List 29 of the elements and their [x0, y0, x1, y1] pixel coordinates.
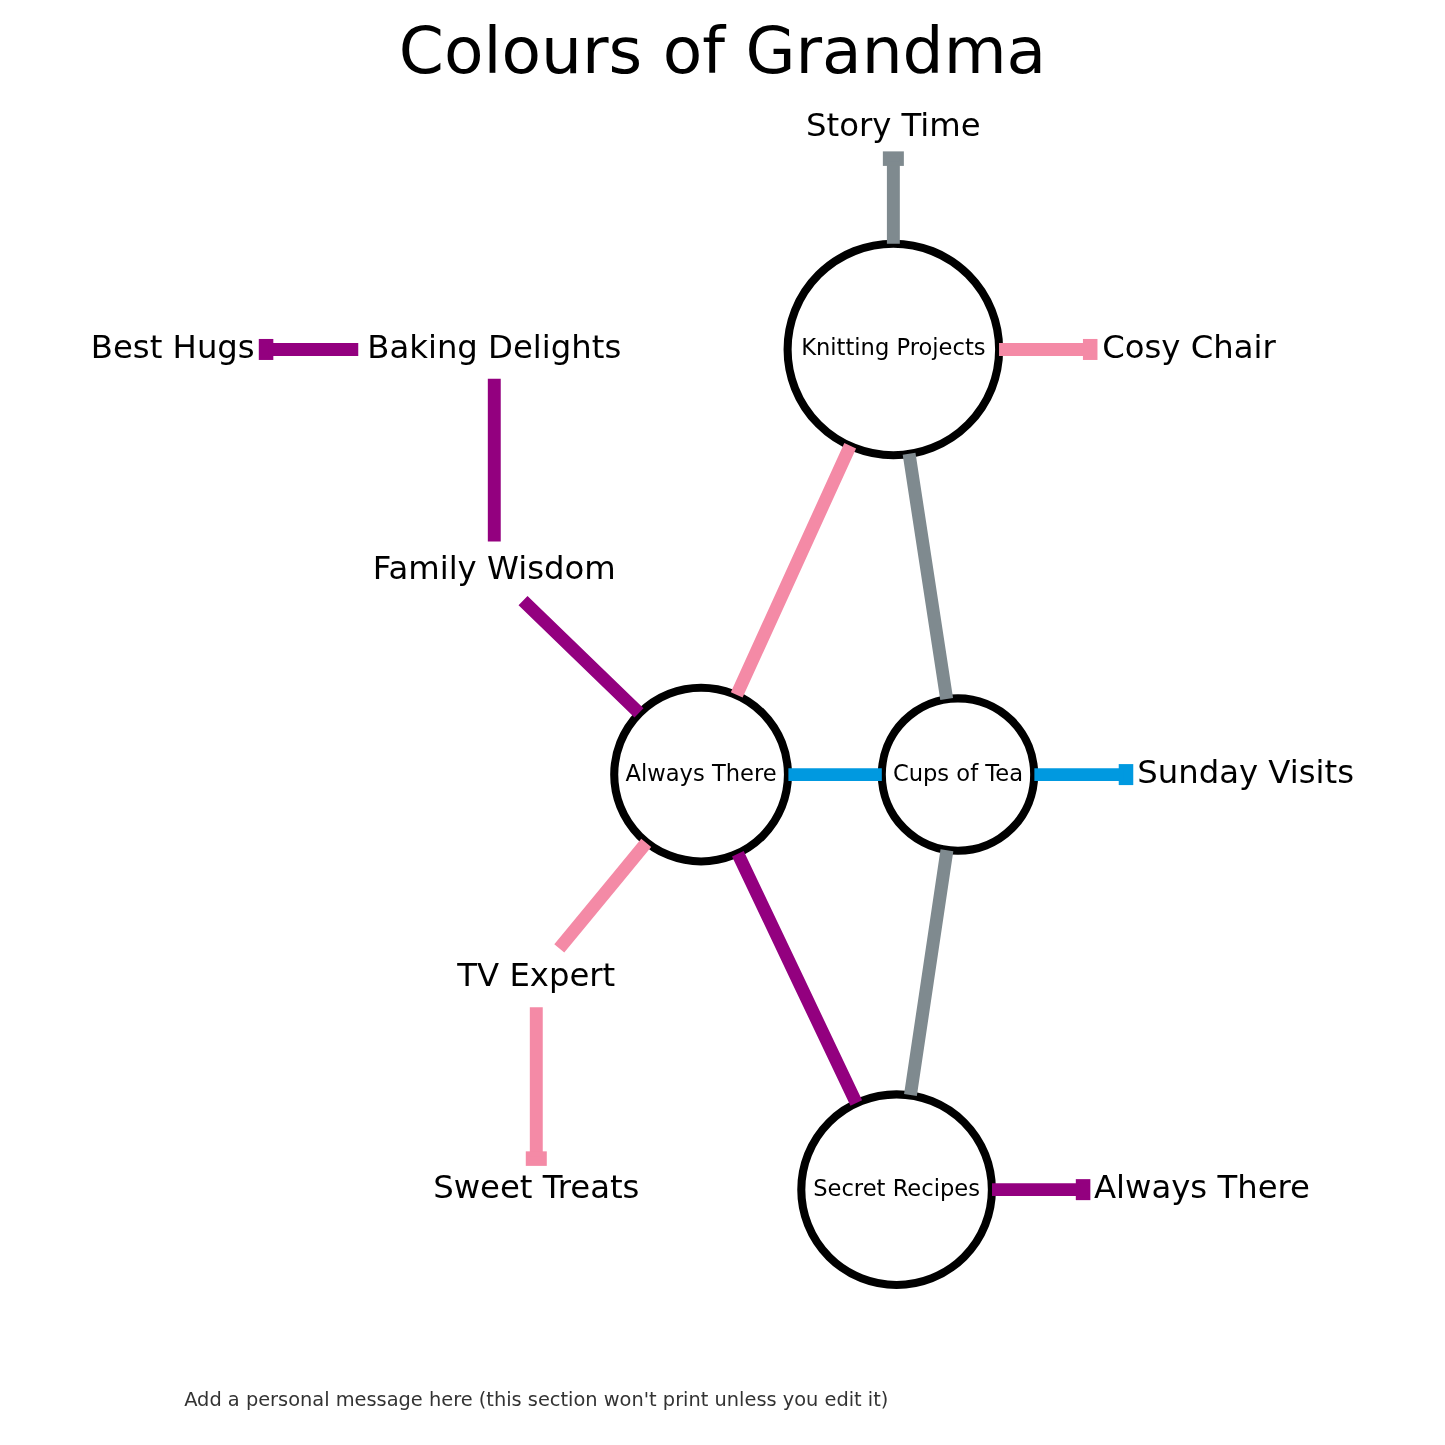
connector — [999, 338, 1098, 360]
connector — [904, 849, 954, 1096]
node-text: Best Hugs — [90, 327, 255, 366]
node-text: TV Expert — [457, 956, 616, 995]
node-circle: Always There — [610, 683, 792, 866]
node-circle: Secret Recipes — [797, 1090, 996, 1289]
node-circle: Knitting Projects — [783, 239, 1004, 460]
connector — [902, 452, 954, 701]
connector — [730, 443, 857, 698]
node-text: Family Wisdom — [372, 549, 616, 588]
connector — [554, 838, 652, 953]
connector — [788, 768, 882, 782]
connector — [992, 1179, 1091, 1201]
connector — [1034, 764, 1134, 786]
node-text: Baking Delights — [367, 327, 622, 366]
connector — [487, 378, 501, 542]
node-text: Always There — [1093, 1167, 1310, 1206]
diagram-title: Colours of Grandma — [398, 12, 1047, 88]
node-text: Sweet Treats — [433, 1167, 640, 1206]
node-text: Cosy Chair — [1102, 327, 1276, 366]
connector — [732, 850, 863, 1106]
connector — [518, 596, 644, 718]
connector — [525, 1007, 547, 1166]
node-circle: Cups of Tea — [877, 694, 1039, 855]
caption: Add a personal message here (this section won't print unless you edit it) — [184, 1388, 889, 1412]
node-text: Story Time — [806, 105, 981, 144]
node-text: Sunday Visits — [1137, 752, 1354, 791]
connector — [882, 151, 904, 244]
connector — [258, 338, 359, 360]
